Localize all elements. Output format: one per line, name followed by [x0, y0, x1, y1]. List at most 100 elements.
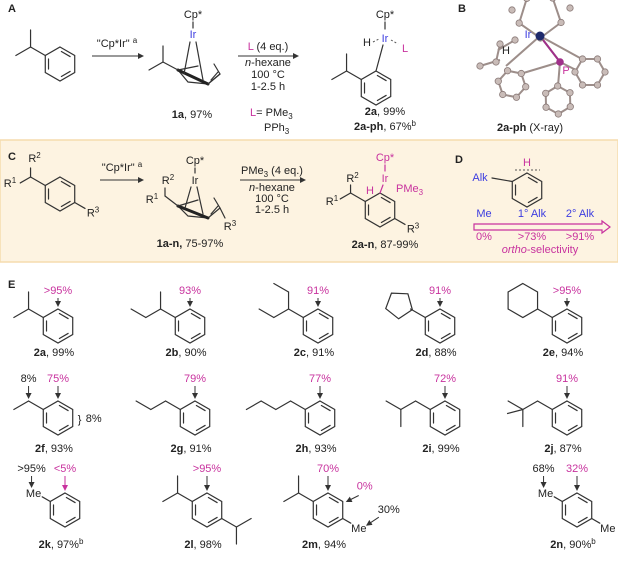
- bond: [159, 308, 176, 319]
- compound-label-2a-ph-part: b: [412, 119, 417, 128]
- bond: [536, 308, 553, 319]
- r1-label-c-product-part: 1: [334, 194, 339, 203]
- ortho-h-label: H: [523, 157, 531, 169]
- methyl-selectivity-part: 68%: [533, 463, 555, 475]
- compound-label-2n-part: 2n: [550, 539, 563, 551]
- benzene-ring-2f: [42, 400, 74, 436]
- compound-label-2h: 2h, 93%: [296, 443, 337, 455]
- crystal-atom: [601, 68, 609, 76]
- compound-label-2k-part: b: [79, 537, 84, 546]
- bond: [536, 400, 553, 411]
- double-bond: [207, 516, 218, 524]
- double-bond: [195, 424, 206, 432]
- benzylic-selectivity-part: 8%: [21, 373, 37, 385]
- bond: [375, 44, 384, 72]
- double-bond: [567, 332, 578, 340]
- double-bond: [60, 50, 71, 58]
- bond: [258, 308, 275, 319]
- condition-solvent-c: n-hexane: [249, 182, 295, 194]
- crystal-bond: [505, 35, 541, 67]
- double-bond: [567, 424, 578, 432]
- ortho-selectivity-2l: >95%: [193, 463, 222, 475]
- condition-time-c: 1-2.5 h: [255, 204, 289, 216]
- reagent-cp-ir-part: "Cp*Ir": [97, 38, 133, 50]
- crystal-bond: [518, 0, 528, 24]
- bond: [331, 70, 348, 81]
- double-bond: [320, 424, 331, 432]
- condition-time-part: 1-2.5 h: [251, 81, 285, 93]
- double-bond: [445, 424, 456, 432]
- brace-part: }: [78, 414, 82, 426]
- methyl-selectivity: 30%: [378, 504, 400, 516]
- double-bond: [190, 332, 201, 340]
- meta-para-selectivity: 8%: [86, 413, 102, 425]
- crystal-atom: [549, 0, 556, 2]
- crystal-atom: [476, 62, 484, 70]
- methyl-selectivity: >95%: [17, 463, 46, 475]
- bond: [273, 308, 290, 319]
- crystal-atom: [566, 4, 574, 12]
- compound-label-2a-ph-part: , 67%: [383, 121, 411, 133]
- pme3-label-c-part: PMe: [396, 183, 419, 195]
- double-bond: [60, 180, 71, 188]
- methyl-label-para: Me: [600, 523, 615, 535]
- crystal-bond: [552, 0, 562, 23]
- double-bond: [195, 404, 206, 412]
- condition-temperature-c: 100 °C: [255, 193, 289, 205]
- crystal-caption-part: 2a-ph: [497, 122, 527, 134]
- bond: [74, 201, 86, 210]
- bond: [19, 176, 32, 184]
- benzene-ring-2i: [429, 400, 461, 436]
- compound-label-2d: 2d, 88%: [416, 347, 457, 359]
- bond: [176, 492, 193, 503]
- bond: [177, 199, 199, 207]
- double-bond: [440, 332, 451, 340]
- compound-label-2f: 2f, 93%: [35, 443, 73, 455]
- cp-star-label-c-product: Cp*: [376, 152, 395, 164]
- crystal-atom: [557, 18, 565, 27]
- double-bond: [60, 70, 71, 78]
- ortho-selectivity-2a: >95%: [44, 285, 73, 297]
- condition-reagent-c-part: (4 eq.): [268, 165, 303, 177]
- compound-label-1a-n-part: 1a-n,: [157, 238, 183, 250]
- crystal-atom: [554, 110, 562, 118]
- bond: [164, 195, 179, 207]
- double-bond: [328, 516, 339, 524]
- bond: [177, 65, 199, 71]
- r3-label: R3: [87, 205, 100, 219]
- r3-label-c-product: R3: [407, 221, 420, 235]
- double-bond: [58, 312, 69, 320]
- alkyl-class-label-part: 1° Alk: [518, 208, 547, 220]
- ortho-selectivity-2h: 77%: [309, 373, 331, 385]
- ortho-selectivity-2g: 79%: [184, 373, 206, 385]
- ortho-selectivity-value-part: 0%: [476, 231, 492, 243]
- crystal-atom: [593, 81, 602, 89]
- brace: }: [78, 414, 82, 426]
- r2-label-c-product-part: R: [346, 173, 354, 185]
- bond: [15, 46, 32, 57]
- ligand-definition: L= PMe3: [250, 107, 293, 121]
- ligand-label: L: [402, 43, 408, 55]
- bond: [553, 496, 563, 503]
- benzene-ring-2j: [551, 400, 583, 436]
- reagent-cp-ir-c: "Cp*Ir" a: [102, 160, 143, 174]
- alkyl-class-label: 1° Alk: [518, 208, 547, 220]
- bond: [394, 217, 406, 226]
- bond: [339, 192, 352, 200]
- double-bond: [445, 404, 456, 412]
- r2-label-c-product-part: 2: [354, 171, 359, 180]
- compound-label-2a-n-part: , 87-99%: [374, 239, 418, 251]
- compound-label-2j: 2j, 87%: [544, 443, 582, 455]
- r1-label-c-product-part: R: [326, 196, 334, 208]
- compound-label-2m: 2m, 94%: [302, 539, 346, 551]
- cp-star-label-product-part: Cp*: [376, 9, 395, 21]
- bond: [342, 517, 352, 524]
- crystal-atom: [523, 0, 531, 2]
- compound-label-2a-ph-part: 2a-ph: [354, 121, 384, 133]
- crystal-atom: [508, 6, 516, 14]
- ortho-selectivity-2h-part: 77%: [309, 373, 331, 385]
- iridium-label-product: Ir: [382, 33, 389, 45]
- condition-solvent-c-part: n: [249, 182, 255, 194]
- double-bond: [380, 196, 391, 204]
- panel-label-c-part: C: [8, 151, 16, 163]
